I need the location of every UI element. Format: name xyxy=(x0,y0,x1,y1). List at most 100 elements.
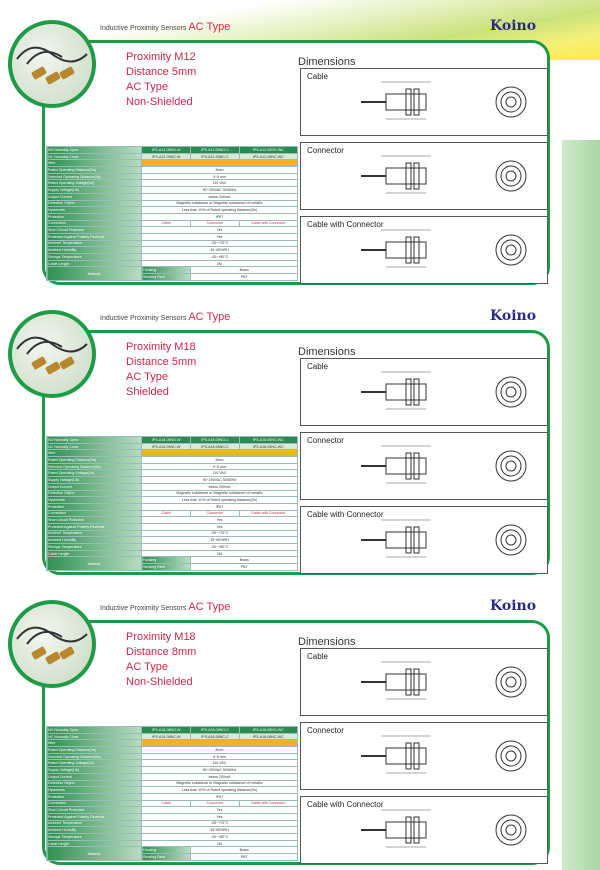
dimension-drawing: Cable with Connector xyxy=(300,216,548,284)
model-number: IPS-A18-05NC-W xyxy=(140,442,192,451)
section-header: Inductive Proximity Sensors AC Type xyxy=(100,21,231,33)
dimension-drawing: Cable with Connector xyxy=(300,506,548,574)
dimension-drawing: Connector xyxy=(300,142,548,210)
table-row: Storage Temperature-30~+80°C xyxy=(46,543,298,551)
product-photo xyxy=(8,600,96,688)
model-number: IPS-A12-05NC-W xyxy=(140,152,192,161)
section-header: Inductive Proximity Sensors AC Type xyxy=(100,311,231,323)
table-row: Rated Operating Distance(Sn)8mm xyxy=(46,746,298,754)
table-row: Wire xyxy=(46,449,298,458)
table-row: Setected Operating Distance(Sa)0~5 mm xyxy=(46,172,298,181)
dimension-drawing: Cable xyxy=(300,648,548,716)
table-row: Rated Operating Distance(Sn)5mm xyxy=(46,166,298,174)
model-number: IPS-A12-05NO-C xyxy=(190,146,240,154)
model-number: IPS-A18-08NO-C xyxy=(190,726,240,734)
table-row: Ambient Temperature-25~+70°C xyxy=(46,529,298,538)
dimension-drawing: Cable xyxy=(300,68,548,136)
wire-color xyxy=(141,449,298,458)
model-number: IPS-A18-08NC-C xyxy=(190,732,240,741)
model-number: IPS-A18-08NO-W xyxy=(140,726,192,734)
side-strip xyxy=(562,140,600,870)
table-row: Supply Voltage(Ub)90~250VAC 50/60Hz xyxy=(46,186,298,194)
dimension-drawing: Cable xyxy=(300,358,548,426)
model-number: IPS-A18-08NC-W xyxy=(140,732,192,741)
table-row: Rated Operating Voltage(Ue)110 VAC xyxy=(46,469,298,478)
product-section: Inductive Proximity Sensors AC Type Koin… xyxy=(0,580,560,870)
table-row: Rated Operating Voltage(Ue)110 VAC xyxy=(46,759,298,768)
table-row: Ambient Temperature-25~+70°C xyxy=(46,819,298,828)
table-row: Setected Operating Distance(Sa)0~5 mm xyxy=(46,462,298,471)
table-row: Ambient Temperature-25~+70°C xyxy=(46,239,298,248)
brand-logo: Koino xyxy=(490,308,537,324)
model-number: IPS-A18-05NC-WC xyxy=(238,442,299,451)
table-row: Wire xyxy=(46,739,298,748)
model-number: IPS-A18-08NO-WC xyxy=(238,726,299,734)
model-number: IPS-A18-05NO-C xyxy=(190,436,240,444)
dimensions-title: Dimensions xyxy=(298,636,356,648)
product-photo xyxy=(8,20,96,108)
model-number: IPS-A18-05NO-W xyxy=(140,436,192,444)
table-row: Setected Operating Distance(Sa)0~8 mm xyxy=(46,752,298,761)
dimensions-title: Dimensions xyxy=(298,56,356,68)
wire-color xyxy=(141,159,298,168)
product-photo xyxy=(8,310,96,398)
model-number: IPS-A18-05NO-WC xyxy=(238,436,299,444)
model-number: IPS-A18-08NC-WC xyxy=(238,732,299,741)
dimension-drawing: Connector xyxy=(300,722,548,790)
section-header: Inductive Proximity Sensors AC Type xyxy=(100,601,231,613)
table-row: Rated Operating Voltage(Ue)110 VAC xyxy=(46,179,298,188)
table-row: Supply Voltage(Ub)90~250VAC 50/60Hz xyxy=(46,476,298,484)
table-row: Wire xyxy=(46,159,298,168)
table-row: Rated Operating Distance(Sn)5mm xyxy=(46,456,298,464)
model-number: IPS-A12-05NC-C xyxy=(190,152,240,161)
model-number: IPS-A12-05NC-WC xyxy=(238,152,299,161)
wire-color xyxy=(141,739,298,748)
product-section: Inductive Proximity Sensors AC Type Koin… xyxy=(0,0,560,290)
dimension-drawing: Connector xyxy=(300,432,548,500)
table-row: Supply Voltage(Ub)90~250VAC 50/60Hz xyxy=(46,766,298,774)
dimension-drawing: Cable with Connector xyxy=(300,796,548,864)
product-section: Inductive Proximity Sensors AC Type Koin… xyxy=(0,290,560,580)
model-number: IPS-A18-05NC-C xyxy=(190,442,240,451)
